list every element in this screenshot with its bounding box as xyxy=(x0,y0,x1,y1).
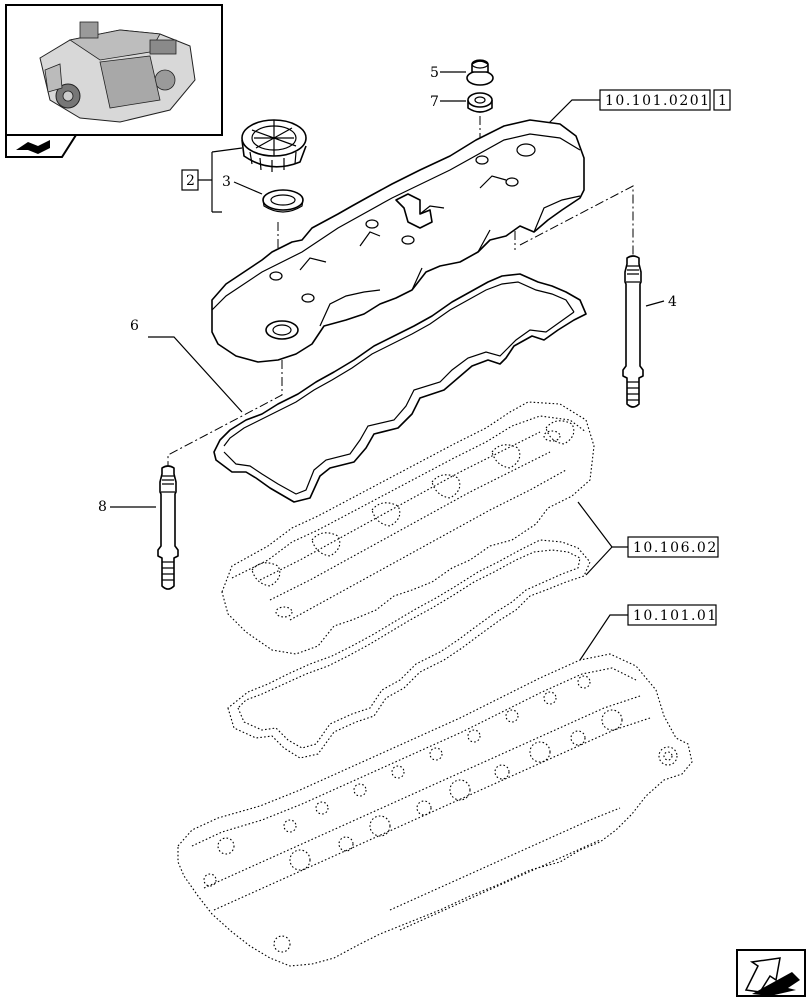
ref-valve-cover[interactable]: 10.101.0201 xyxy=(599,89,711,111)
callout-stud-left[interactable]: 8 xyxy=(98,499,107,515)
stud-left[interactable] xyxy=(157,465,179,590)
leader-lines xyxy=(110,71,665,661)
ref-cylinder-head-label: 10.101.01 xyxy=(633,608,718,624)
ref-cylinder-head[interactable]: 10.101.01 xyxy=(627,604,718,626)
callout-gasket[interactable]: 6 xyxy=(130,318,139,334)
next-page-arrow-icon[interactable] xyxy=(736,949,806,997)
ref-rocker-group-label: 10.106.02 xyxy=(633,540,718,556)
valve-cover[interactable] xyxy=(211,119,585,363)
ref-valve-cover-qty-label: 1 xyxy=(718,93,727,109)
washer[interactable] xyxy=(467,92,493,113)
callout-washer[interactable]: 7 xyxy=(430,94,439,110)
book-arrow-icon[interactable] xyxy=(5,134,78,158)
engine-thumbnail-icon[interactable] xyxy=(5,4,223,136)
ref-valve-cover-label: 10.101.0201 xyxy=(605,93,711,109)
nut[interactable] xyxy=(466,59,494,86)
callout-kit-cap-label: 2 xyxy=(186,173,195,189)
stud-right[interactable] xyxy=(622,255,644,408)
callout-kit-cap-box[interactable]: 2 xyxy=(181,169,199,191)
ref-valve-cover-qty[interactable]: 1 xyxy=(713,89,731,111)
callout-stud-right[interactable]: 4 xyxy=(668,294,677,310)
seal-ring[interactable] xyxy=(262,189,304,213)
head-gasket-outline[interactable] xyxy=(227,539,591,759)
callout-seal-ring[interactable]: 3 xyxy=(222,174,231,190)
valve-cover-gasket[interactable] xyxy=(213,273,587,503)
cylinder-head[interactable] xyxy=(177,653,693,967)
ref-rocker-group[interactable]: 10.106.02 xyxy=(627,536,719,558)
callout-nut[interactable]: 5 xyxy=(430,65,439,81)
rocker-assembly[interactable] xyxy=(221,401,595,655)
oil-filler-cap[interactable] xyxy=(241,119,307,172)
cylinder-head-bosses xyxy=(203,675,678,953)
